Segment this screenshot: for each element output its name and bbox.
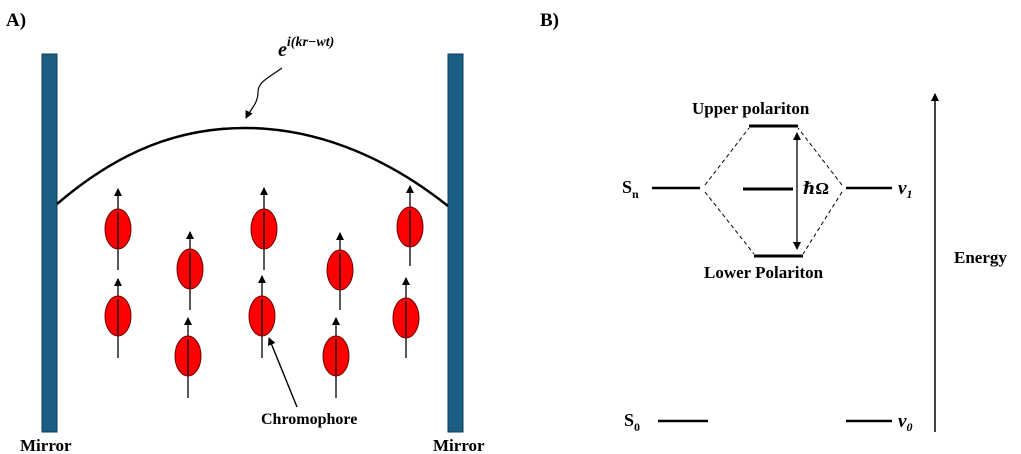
sn-label-base: S [622,177,632,197]
nu0-label: ν0 [898,411,912,434]
correlation-lines [704,127,843,255]
nu0-label-base: ν [898,411,907,432]
s0-label-base: S [624,410,634,430]
rabi-label: ℏΩ [803,179,829,198]
lower-polariton-label: Lower Polariton [704,263,824,282]
wave-formula-pointer [245,67,283,119]
chromophore-5 [250,187,278,270]
right-mirror-label: Mirror [433,436,485,454]
chromophore-4 [174,317,202,398]
panel-b: B) Energy Sn Upper polariton Lower Polar… [540,10,1007,434]
sn-label-sub: n [632,187,639,201]
nu1-label-base: ν [898,178,907,199]
sn-label: Sn [622,177,639,201]
nu1-label: ν1 [898,178,912,201]
wave-formula-base: e [278,39,287,61]
chromophore-pointer [267,337,298,408]
nu1-label-sub: 1 [906,187,912,201]
s0-label: S0 [624,410,640,434]
wave-formula-exponent: i(kr−wt) [287,35,334,50]
left-mirror [41,53,58,433]
left-mirror-label: Mirror [20,436,72,454]
chromophore-8 [322,317,350,398]
right-mirror [447,53,464,433]
s0-label-sub: 0 [634,420,640,434]
chromophore-2 [104,278,132,358]
chromophore-label: Chromophore [261,411,357,428]
chromophore-9 [396,185,424,266]
panel-b-label: B) [540,10,559,31]
panel-a-label: A) [6,10,26,31]
wave-formula: ei(kr−wt) [278,35,334,61]
chromophore-3 [176,231,204,310]
chromophore-1 [104,188,132,270]
nu0-label-sub: 0 [906,420,912,434]
chromophore-7 [326,232,354,310]
chromophore-10 [392,277,420,358]
cavity-wave [56,126,449,207]
chromophore-6 [248,275,276,358]
upper-polariton-label: Upper polariton [692,99,810,118]
energy-label: Energy [954,248,1007,267]
panel-a: A) Mirror Mirror ei(kr−wt) [6,10,485,454]
